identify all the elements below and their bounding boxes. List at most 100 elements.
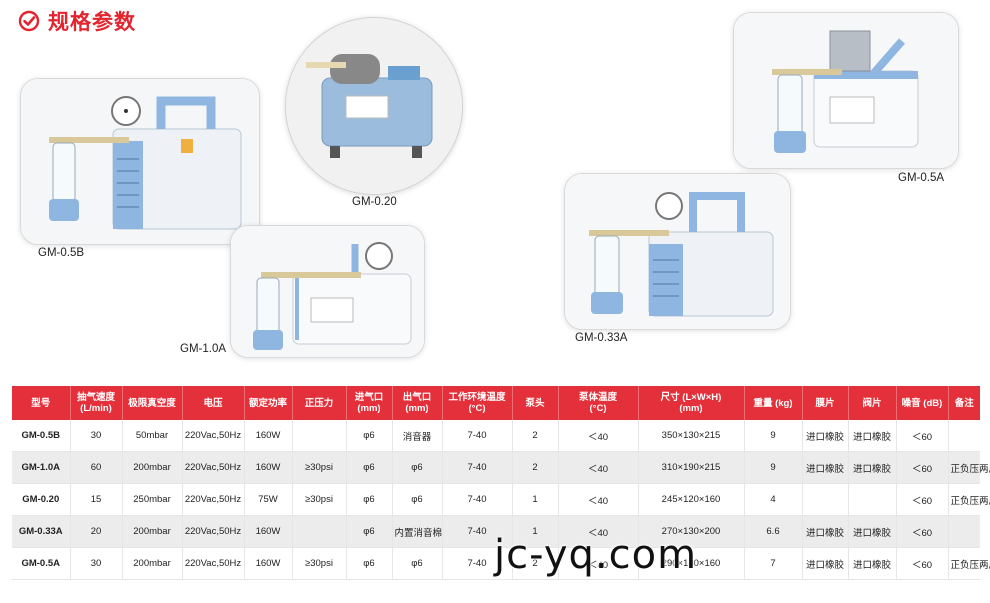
- table-cell: ＜60: [896, 483, 949, 516]
- table-cell: 正负压两用型: [948, 483, 990, 516]
- table-cell: 进口橡胶: [848, 451, 897, 484]
- table-cell: ＜40: [558, 420, 639, 452]
- table-cell: 200mbar: [122, 451, 183, 484]
- caption-gm-0-5a: GM-0.5A: [898, 172, 945, 184]
- table-cell: 2: [512, 451, 559, 484]
- table-cell: 20: [70, 515, 123, 548]
- table-cell: [802, 483, 849, 516]
- table-cell: 7-40: [442, 515, 513, 548]
- table-cell: 7-40: [442, 451, 513, 484]
- model-cell: GM-0.33A: [12, 515, 71, 548]
- caption-gm-0-20: GM-0.20: [352, 196, 397, 208]
- column-header: 抽气速度 (L/min): [70, 386, 123, 420]
- watermark: jc-yq.com: [494, 532, 698, 578]
- table-cell: 15: [70, 483, 123, 516]
- table-cell: [292, 420, 347, 452]
- table-cell: 正负压两用型: [948, 547, 990, 580]
- table-cell: 245×120×160: [638, 483, 745, 516]
- table-cell: 1: [512, 483, 559, 516]
- table-cell: 350×130×215: [638, 420, 745, 452]
- table-cell: 消音器: [392, 420, 443, 452]
- column-header: 出气口 (mm): [392, 386, 443, 420]
- table-cell: φ6: [346, 547, 393, 580]
- table-cell: 进口橡胶: [802, 420, 849, 452]
- table-cell: [948, 515, 980, 548]
- table-cell: 220Vac,50Hz: [182, 483, 245, 516]
- table-cell: ＜60: [896, 547, 949, 580]
- column-header: 泵头: [512, 386, 559, 420]
- column-header: 膜片: [802, 386, 849, 420]
- column-header: 尺寸 (L×W×H) (mm): [638, 386, 745, 420]
- table-cell: 160W: [244, 515, 293, 548]
- table-cell: 310×190×215: [638, 451, 745, 484]
- table-cell: 9: [744, 420, 803, 452]
- product-image-gm-0-33a: [564, 173, 791, 330]
- product-image-gm-0-20: [285, 17, 463, 195]
- table-cell: φ6: [392, 547, 443, 580]
- table-cell: 160W: [244, 547, 293, 580]
- table-cell: φ6: [346, 483, 393, 516]
- table-cell: ＜40: [558, 515, 639, 548]
- table-cell: φ6: [346, 515, 393, 548]
- checkmark-circle-icon: [18, 10, 40, 32]
- table-cell: 220Vac,50Hz: [182, 420, 245, 452]
- column-header: 进气口 (mm): [346, 386, 393, 420]
- page-title: 规格参数: [48, 10, 136, 34]
- column-header: 极限真空度: [122, 386, 183, 420]
- table-cell: 220Vac,50Hz: [182, 515, 245, 548]
- table-cell: 30: [70, 547, 123, 580]
- table-cell: 7-40: [442, 483, 513, 516]
- table-cell: [848, 483, 897, 516]
- table-cell: 290×130×160: [638, 547, 745, 580]
- table-cell: 2: [512, 547, 559, 580]
- product-image-gm-0-5a: [733, 12, 959, 169]
- column-header: 电压: [182, 386, 245, 420]
- table-cell: ≥30psi: [292, 483, 347, 516]
- table-cell: ＜60: [896, 451, 949, 484]
- column-header: 工作环境温度 (°C): [442, 386, 513, 420]
- column-header: 额定功率: [244, 386, 293, 420]
- table-cell: 9: [744, 451, 803, 484]
- table-cell: 250mbar: [122, 483, 183, 516]
- column-header: 阀片: [848, 386, 897, 420]
- table-cell: 进口橡胶: [802, 547, 849, 580]
- table-cell: φ6: [392, 483, 443, 516]
- column-header: 泵体温度 (°C): [558, 386, 639, 420]
- table-header-row: 型号抽气速度 (L/min)极限真空度电压额定功率正压力进气口 (mm)出气口 …: [12, 386, 980, 420]
- model-cell: GM-1.0A: [12, 451, 71, 484]
- table-cell: 50mbar: [122, 420, 183, 452]
- column-header: 型号: [12, 386, 71, 420]
- caption-gm-0-5b: GM-0.5B: [38, 247, 85, 259]
- table-cell: 进口橡胶: [802, 451, 849, 484]
- table-cell: ≥30psi: [292, 451, 347, 484]
- table-cell: φ6: [392, 451, 443, 484]
- table-cell: 正负压两用型: [948, 451, 990, 484]
- column-header: 备注: [948, 386, 980, 420]
- table-cell: ＜60: [896, 420, 949, 452]
- table-cell: 30: [70, 420, 123, 452]
- table-cell: 160W: [244, 420, 293, 452]
- table-cell: 进口橡胶: [848, 547, 897, 580]
- table-cell: 200mbar: [122, 547, 183, 580]
- table-cell: 270×130×200: [638, 515, 745, 548]
- table-cell: 1: [512, 515, 559, 548]
- table-cell: 7-40: [442, 547, 513, 580]
- spec-table: 型号抽气速度 (L/min)极限真空度电压额定功率正压力进气口 (mm)出气口 …: [12, 386, 990, 580]
- table-cell: φ6: [346, 451, 393, 484]
- table-cell: ＜40: [558, 483, 639, 516]
- table-cell: ＜40: [558, 547, 639, 580]
- table-cell: [948, 420, 980, 452]
- table-cell: 220Vac,50Hz: [182, 547, 245, 580]
- table-cell: 7: [744, 547, 803, 580]
- table-cell: 220Vac,50Hz: [182, 451, 245, 484]
- product-image-gm-0-5b: [20, 78, 260, 245]
- section-title: 规格参数: [18, 6, 136, 36]
- table-cell: 进口橡胶: [802, 515, 849, 548]
- product-image-gm-1-0a: [230, 225, 425, 358]
- model-cell: GM-0.5A: [12, 547, 71, 580]
